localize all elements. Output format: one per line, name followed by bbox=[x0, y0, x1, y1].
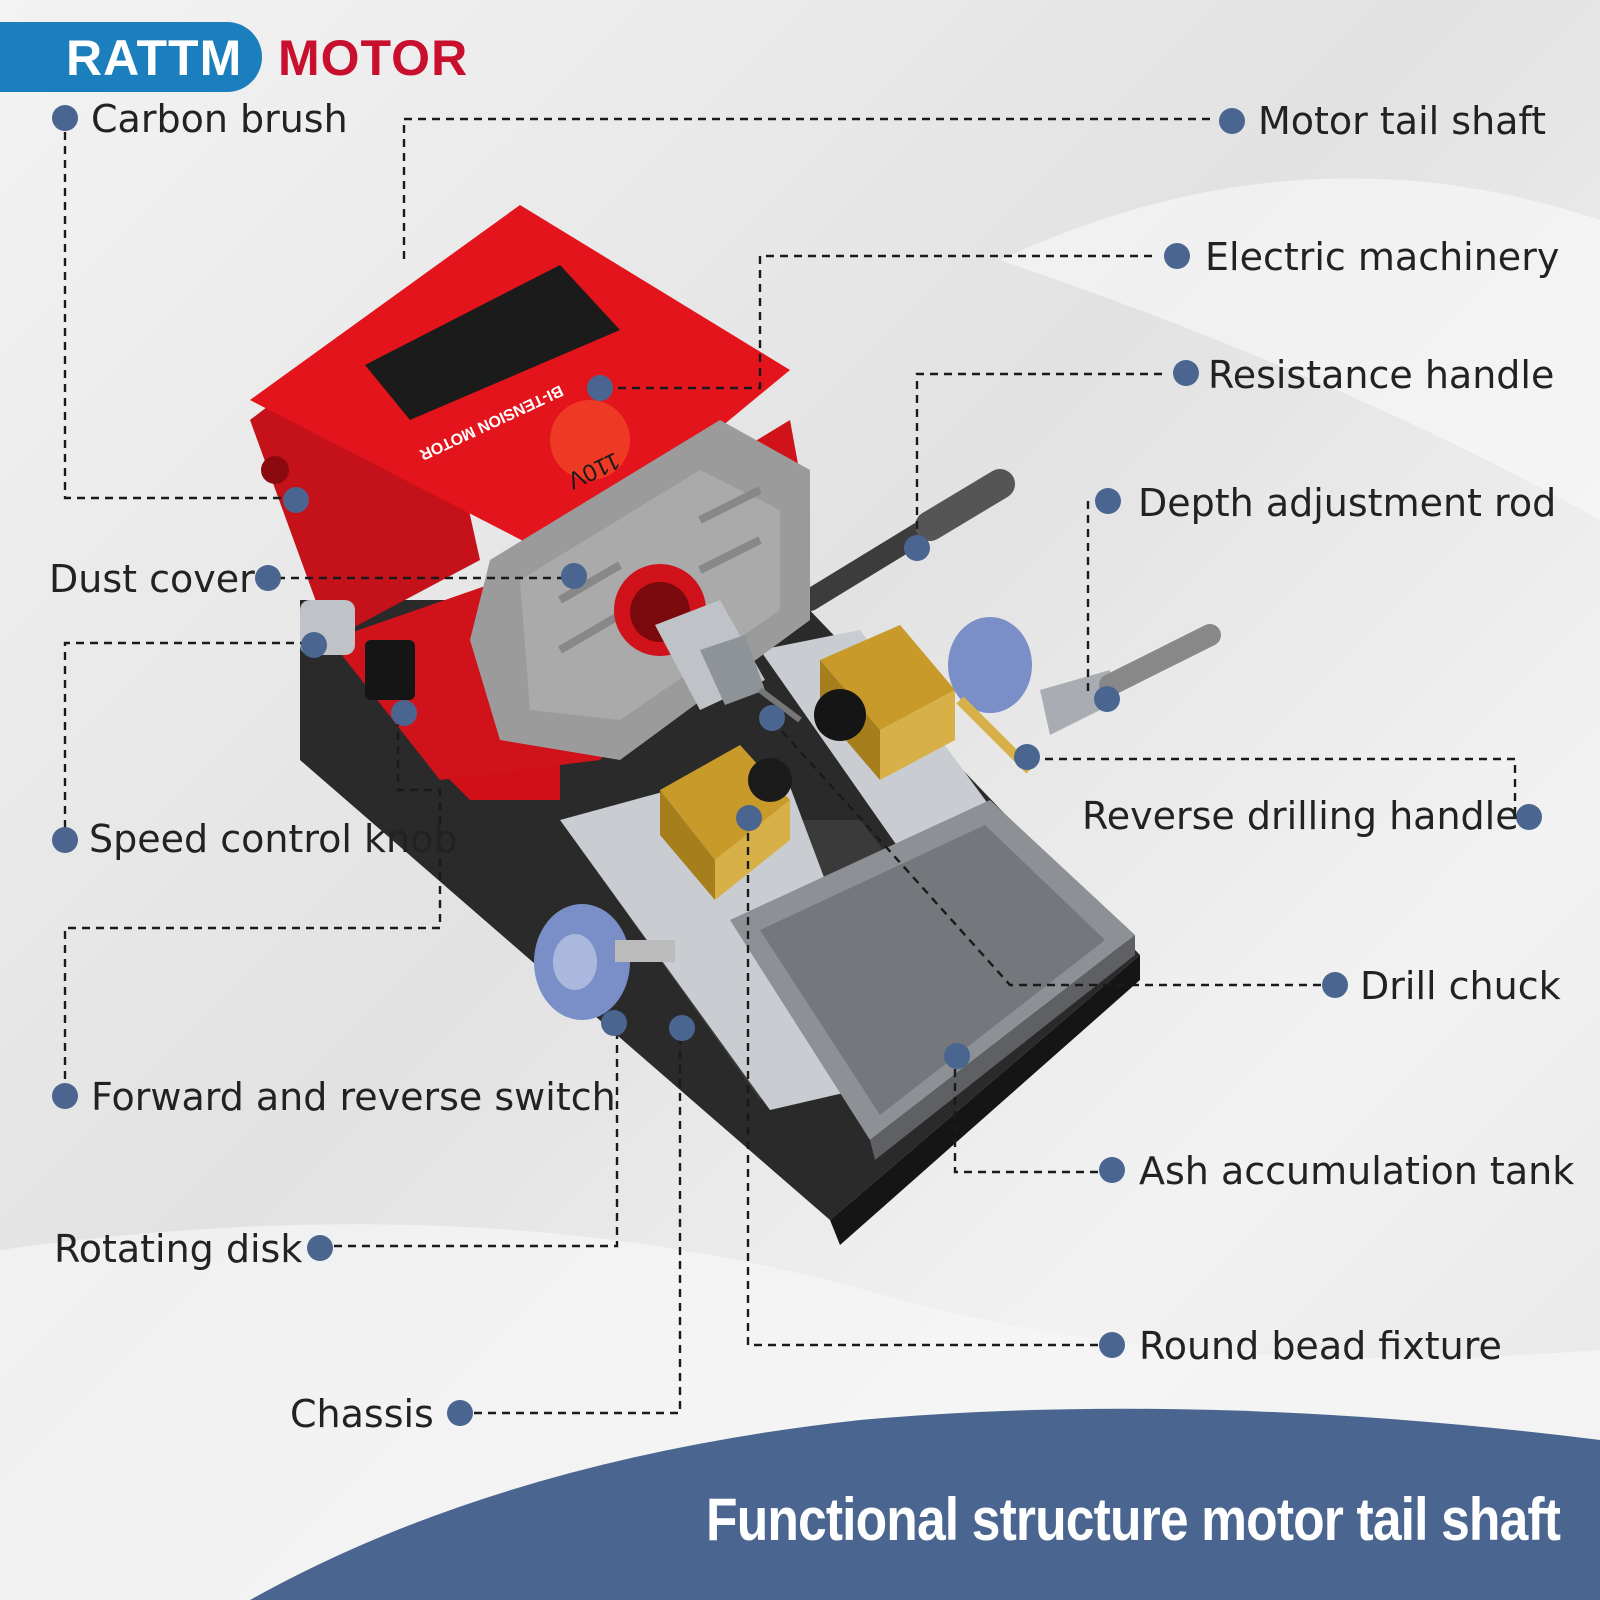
dot-chassis bbox=[447, 1400, 473, 1426]
dot-resistance-handle bbox=[1173, 360, 1199, 386]
dot-dust-cover-target bbox=[561, 563, 587, 589]
brand-logo-motor: MOTOR bbox=[278, 30, 469, 86]
dot-electric-machinery-target bbox=[587, 375, 613, 401]
dot-reverse-drilling-handle-target bbox=[1014, 744, 1040, 770]
label-electric-machinery: Electric machinery bbox=[1205, 235, 1560, 279]
drill-chuck bbox=[655, 600, 802, 723]
rotating-disk-knob bbox=[534, 904, 675, 1020]
dot-chassis-target bbox=[669, 1015, 695, 1041]
dot-carbon-brush-target bbox=[283, 487, 309, 513]
dot-drill-chuck-target bbox=[759, 705, 785, 731]
upper-blue-knob bbox=[948, 617, 1032, 713]
dot-reverse-drilling-handle bbox=[1516, 804, 1542, 830]
resistance-handle bbox=[799, 469, 1015, 611]
voltage-badge: 110V bbox=[550, 400, 630, 494]
ash-tray bbox=[730, 800, 1135, 1160]
label-carbon-brush: Carbon brush bbox=[91, 97, 348, 141]
brand-logo-pill bbox=[0, 22, 262, 92]
dot-electric-machinery bbox=[1164, 243, 1190, 269]
label-rotating-disk: Rotating disk bbox=[54, 1227, 303, 1271]
label-chassis: Chassis bbox=[290, 1392, 434, 1436]
bottom-banner bbox=[250, 1408, 1600, 1600]
motor-body bbox=[250, 205, 810, 800]
dot-rotating-disk bbox=[307, 1235, 333, 1261]
label-drill-chuck: Drill chuck bbox=[1360, 964, 1561, 1008]
callout-dots bbox=[52, 105, 1542, 1426]
dot-speed-control-knob bbox=[52, 827, 78, 853]
label-speed-control-knob: Speed control knob bbox=[89, 817, 458, 861]
background-swoosh-top bbox=[1000, 178, 1600, 520]
leader-lines bbox=[63, 117, 1517, 1415]
label-reverse-drilling-handle: Reverse drilling handle bbox=[1082, 794, 1519, 838]
label-round-bead-fixture: Round bead fixture bbox=[1139, 1324, 1502, 1368]
label-resistance-handle: Resistance handle bbox=[1208, 353, 1555, 397]
brand-logo-name: RATTM bbox=[66, 30, 243, 86]
dot-dust-cover bbox=[255, 565, 281, 591]
dot-carbon-brush bbox=[52, 105, 78, 131]
banner-title: Functional structure motor tail shaft bbox=[705, 1486, 1561, 1553]
label-ash-accumulation-tank: Ash accumulation tank bbox=[1139, 1149, 1575, 1193]
dot-round-bead-fixture-target bbox=[736, 805, 762, 831]
dot-forward-reverse-switch-target bbox=[391, 700, 417, 726]
dot-depth-adjustment-rod bbox=[1095, 488, 1121, 514]
upper-brass-fixture bbox=[814, 625, 955, 780]
label-depth-adjustment-rod: Depth adjustment rod bbox=[1138, 481, 1557, 525]
lower-brass-fixture bbox=[660, 745, 792, 900]
dot-ash-accumulation-tank bbox=[1099, 1157, 1125, 1183]
dot-rotating-disk-target bbox=[601, 1010, 627, 1036]
dot-motor-tail-shaft bbox=[1219, 108, 1245, 134]
label-forward-reverse-switch: Forward and reverse switch bbox=[91, 1075, 616, 1119]
dot-speed-control-knob-target bbox=[301, 632, 327, 658]
dot-ash-accumulation-tank-target bbox=[944, 1043, 970, 1069]
dot-drill-chuck bbox=[1322, 972, 1348, 998]
dot-round-bead-fixture bbox=[1099, 1332, 1125, 1358]
depth-adjustment-rod bbox=[1040, 624, 1221, 735]
dot-resistance-handle-target bbox=[904, 535, 930, 561]
label-dust-cover: Dust cover bbox=[49, 557, 255, 601]
label-motor-tail-shaft: Motor tail shaft bbox=[1258, 99, 1547, 143]
dot-forward-reverse-switch bbox=[52, 1083, 78, 1109]
dot-depth-adjustment-rod-target bbox=[1094, 686, 1120, 712]
